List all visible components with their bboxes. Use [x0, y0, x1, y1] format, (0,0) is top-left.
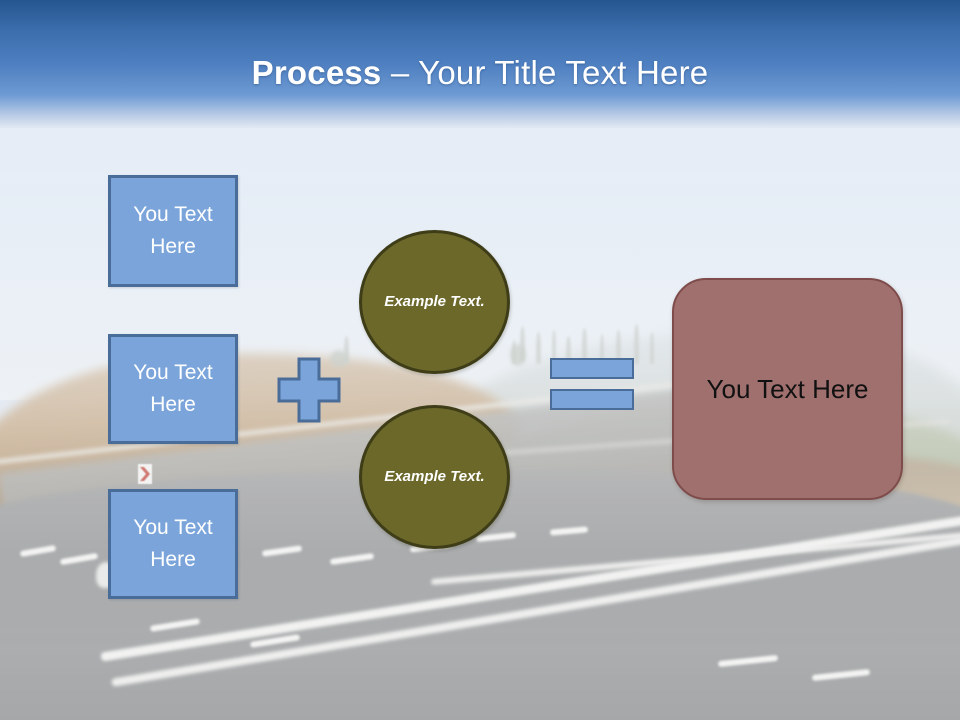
input-box-2[interactable]: You Text Here [108, 334, 238, 444]
input-box-1[interactable]: You Text Here [108, 175, 238, 287]
page-title: Process – Your Title Text Here [0, 52, 960, 94]
header-band: Process – Your Title Text Here [0, 0, 960, 128]
equals-bar-top [550, 358, 634, 379]
result-box[interactable]: You Text Here [672, 278, 903, 500]
input-box-2-label: You Text Here [133, 361, 213, 416]
input-box-1-label: You Text Here [133, 203, 213, 258]
background-cypress-tree [536, 332, 541, 364]
operand-circle-2-label: Example Text. [384, 468, 485, 485]
background-cypress-tree [650, 332, 654, 364]
background-cypress-tree [634, 324, 639, 364]
equals-bar-bottom [550, 389, 634, 410]
page-title-strong: Process [251, 54, 382, 91]
operand-circle-1[interactable]: Example Text. [359, 230, 510, 374]
plus-operator-icon [277, 357, 341, 423]
operand-circle-1-label: Example Text. [384, 293, 485, 310]
background-bush [510, 344, 526, 366]
result-box-label: You Text Here [706, 373, 869, 404]
input-box-3-label: You Text Here [133, 516, 213, 571]
equals-operator-icon [550, 358, 634, 410]
chevron-road-sign-icon [138, 464, 152, 484]
page-title-rest: – Your Title Text Here [381, 54, 709, 91]
input-box-3[interactable]: You Text Here [108, 489, 238, 599]
operand-circle-2[interactable]: Example Text. [359, 405, 510, 549]
